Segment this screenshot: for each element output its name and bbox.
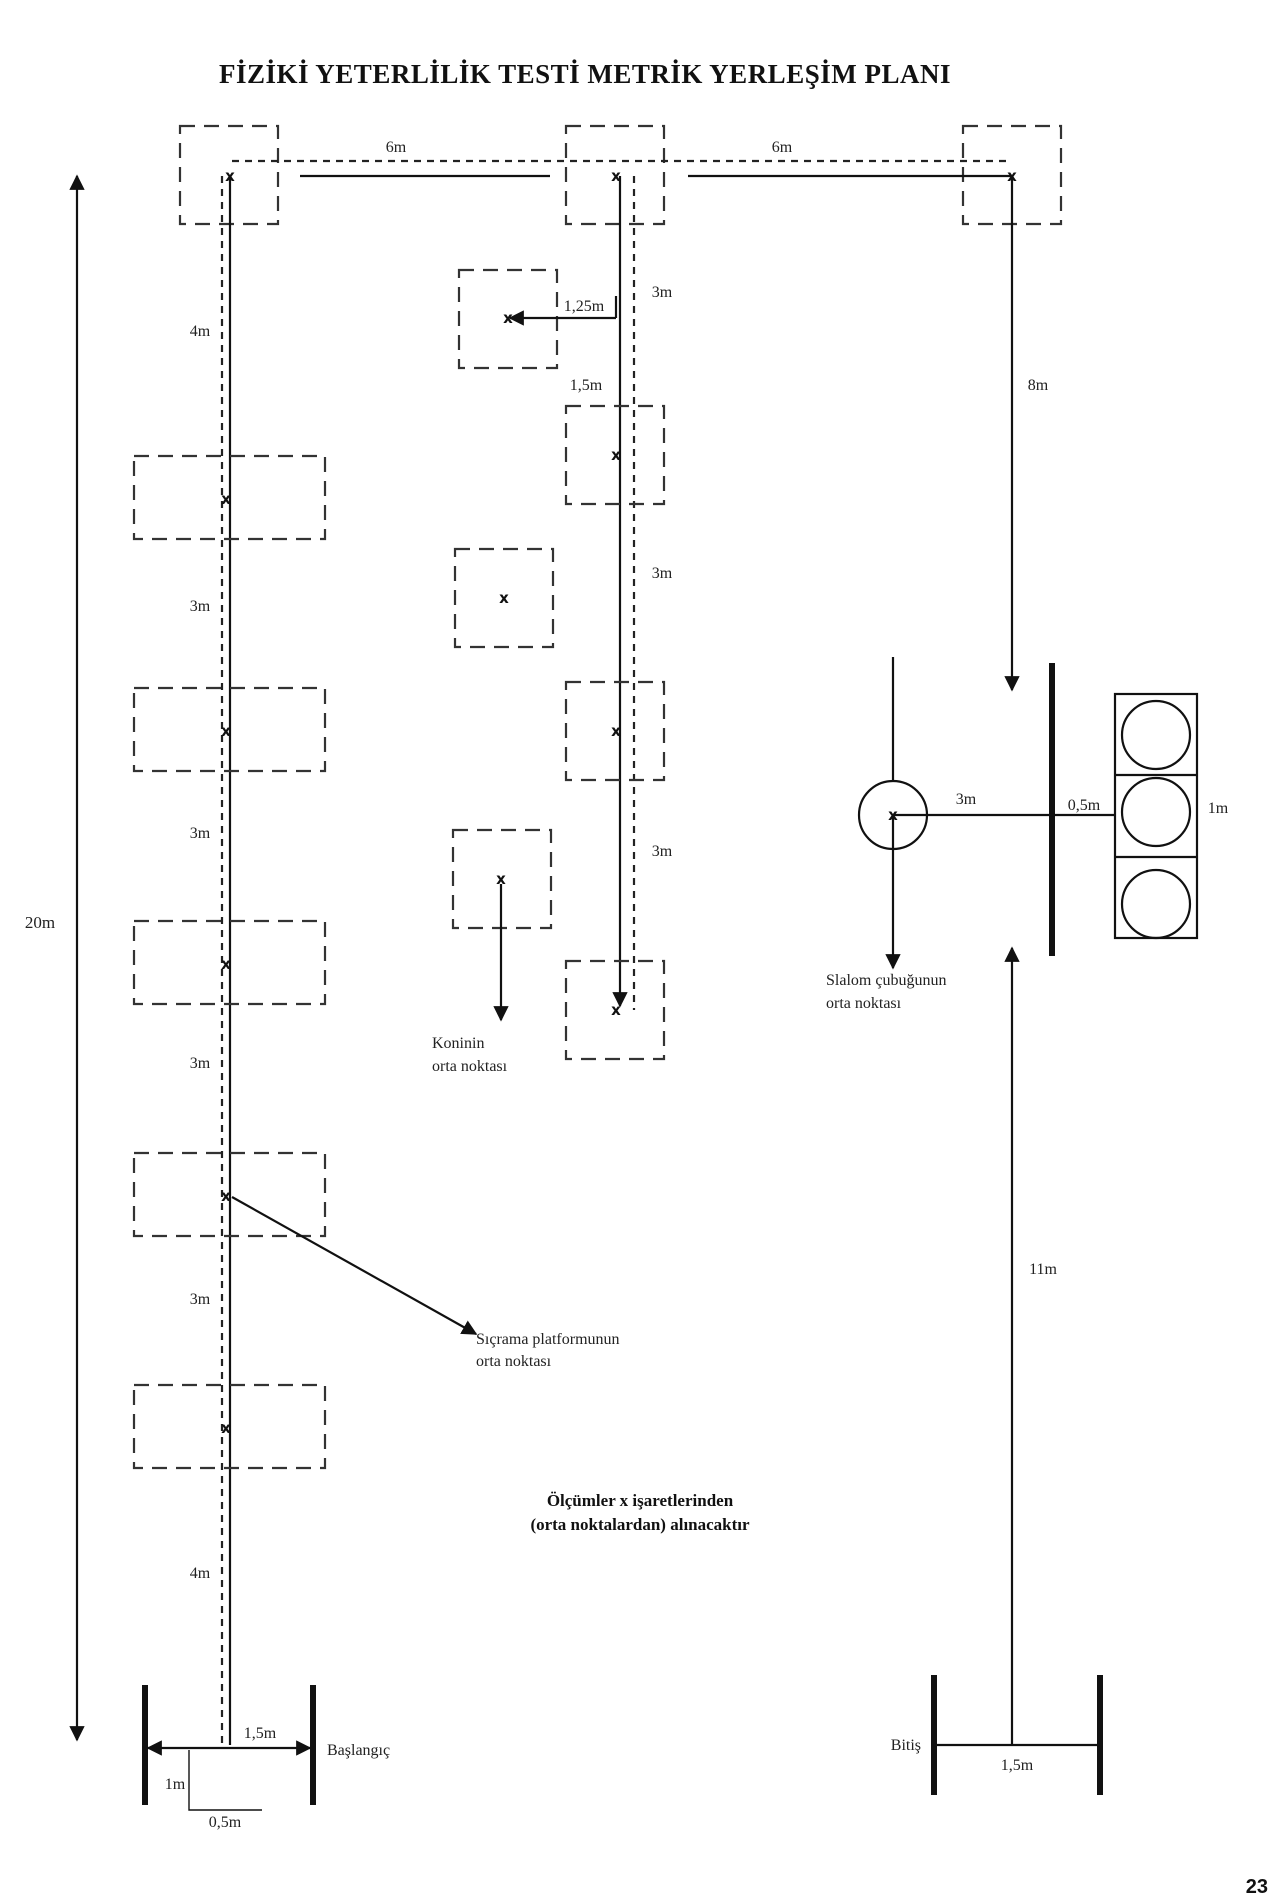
left-bottom-gap-label: 4m	[190, 1565, 211, 1582]
middle-box-1	[564, 404, 666, 506]
middle-box-3	[564, 959, 666, 1061]
platform-callout-line2: orta noktası	[476, 1353, 552, 1370]
cone-offset-x-label: 1,25m	[564, 298, 605, 315]
cone-offset-y-label: 1,5m	[570, 377, 603, 394]
finish-width-label: 1,5m	[1001, 1757, 1034, 1774]
start-depth-label: 1m	[165, 1776, 186, 1793]
platform-box-4	[132, 1151, 327, 1238]
start-offset-label: 0,5m	[209, 1814, 242, 1831]
finish-label: Bitiş	[891, 1737, 921, 1754]
platform-callout-line1: Sıçrama platformunun	[476, 1331, 620, 1348]
cone-box-2	[453, 547, 555, 649]
cone-callout-line1: Koninin	[432, 1035, 484, 1052]
measurement-note-line1: Ölçümler x işaretlerinden	[547, 1491, 734, 1510]
circle-2	[1120, 776, 1192, 848]
circle-1	[1120, 699, 1192, 771]
top-left-distance-label: 6m	[386, 139, 407, 156]
middle-box-2	[564, 680, 666, 782]
slalom-callout-line1: Slalom çubuğunun	[826, 972, 946, 989]
left-gap-1-label: 3m	[190, 598, 211, 615]
platform-box-5	[132, 1383, 327, 1470]
start-label: Başlangıç	[327, 1742, 390, 1759]
middle-gap-1-label: 3m	[652, 284, 673, 301]
platform-callout-arrow	[231, 1196, 478, 1335]
marker-platform-4: x	[221, 1187, 231, 1205]
top-right-distance-label: 6m	[772, 139, 793, 156]
platform-box-2	[132, 686, 327, 773]
marker-platform-1: x	[221, 490, 231, 508]
left-top-gap-label: 4m	[190, 323, 211, 340]
marker-slalom: x	[888, 806, 898, 824]
right-bottom-distance-label: 11m	[1029, 1261, 1057, 1278]
marker-platform-5: x	[221, 1419, 231, 1437]
start-offset-bracket	[188, 1750, 262, 1811]
diagram-title: FİZİKİ YETERLİLİK TESTİ METRİK YERLEŞİM …	[219, 59, 951, 89]
circle-block	[1113, 692, 1199, 940]
cone-callout-line2: orta noktası	[432, 1058, 508, 1075]
slalom-callout-line2: orta noktası	[826, 995, 902, 1012]
measurement-markers: x x x x x x x x x x x x x x x	[221, 167, 1017, 1437]
marker-cone-1: x	[503, 309, 513, 327]
total-length-label: 20m	[25, 913, 55, 932]
top-middle-box	[564, 124, 666, 226]
marker-middle-3: x	[611, 1001, 621, 1019]
bar-to-circles-label: 0,5m	[1068, 797, 1101, 814]
middle-gap-3-label: 3m	[652, 843, 673, 860]
platform-box-3	[132, 919, 327, 1006]
marker-cone-2: x	[499, 589, 509, 607]
page-number: 23	[1246, 1876, 1268, 1898]
marker-platform-2: x	[221, 722, 231, 740]
marker-top-left: x	[225, 167, 235, 185]
platform-box-1	[132, 454, 327, 541]
circle-block-label: 1m	[1208, 800, 1229, 817]
marker-platform-3: x	[221, 955, 231, 973]
marker-cone-3: x	[496, 870, 506, 888]
marker-top-middle: x	[611, 167, 621, 185]
start-width-label: 1,5m	[244, 1725, 277, 1742]
middle-gap-2-label: 3m	[652, 565, 673, 582]
slalom-to-bar-label: 3m	[956, 791, 977, 808]
left-gap-2-label: 3m	[190, 825, 211, 842]
marker-middle-2: x	[611, 722, 621, 740]
measurement-note-line2: (orta noktalardan) alınacaktır	[530, 1515, 750, 1534]
marker-middle-1: x	[611, 446, 621, 464]
left-gap-3-label: 3m	[190, 1055, 211, 1072]
right-top-distance-label: 8m	[1028, 377, 1049, 394]
marker-top-right: x	[1007, 167, 1017, 185]
circle-3	[1120, 868, 1192, 940]
left-gap-4-label: 3m	[190, 1291, 211, 1308]
